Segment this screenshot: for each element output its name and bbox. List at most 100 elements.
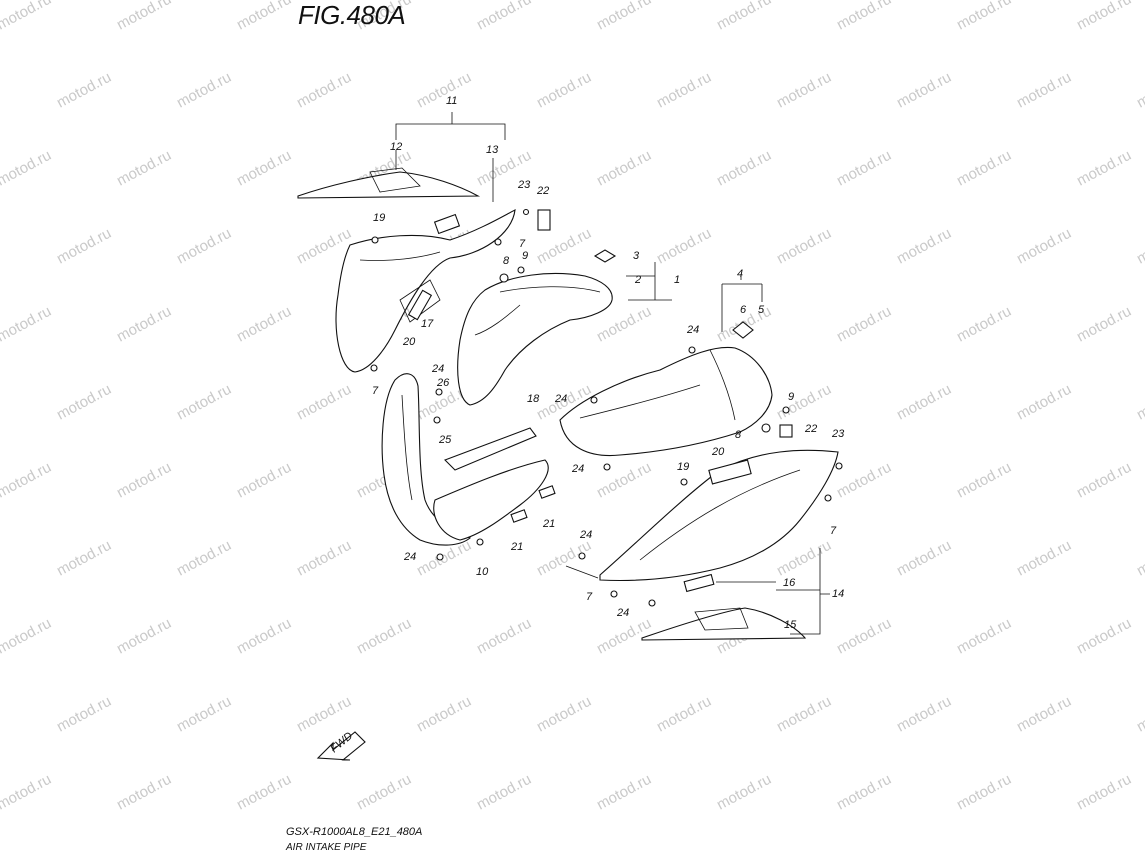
sticker-22a — [537, 209, 551, 231]
watermark-text: motod.ru — [114, 459, 174, 502]
watermark-text: motod.ru — [834, 459, 894, 502]
watermark-text: motod.ru — [834, 303, 894, 346]
watermark-text: motod.ru — [594, 147, 654, 190]
watermark-text: motod.ru — [834, 147, 894, 190]
callout-19b: 19 — [677, 461, 689, 473]
watermark-text: motod.ru — [534, 225, 594, 268]
watermark-text: motod.ru — [1074, 459, 1134, 502]
right-intake-duct — [559, 346, 773, 457]
sticker-3 — [593, 249, 617, 263]
watermark-text: motod.ru — [1134, 381, 1145, 424]
watermark-text: motod.ru — [294, 69, 354, 112]
watermark-text: motod.ru — [114, 0, 174, 34]
callout-5: 5 — [758, 304, 765, 316]
watermark-text: motod.ru — [894, 381, 954, 424]
watermark-text: motod.ru — [774, 69, 834, 112]
watermark-text: motod.ru — [54, 537, 114, 580]
sticker-22b — [779, 424, 793, 438]
watermark-text: motod.ru — [954, 615, 1014, 658]
watermark-text: motod.ru — [174, 537, 234, 580]
callout-22b: 22 — [804, 423, 817, 435]
callout-23b: 23 — [831, 428, 845, 440]
sticker-20a — [407, 289, 433, 321]
callout-21b: 21 — [542, 518, 555, 530]
right-decal — [641, 607, 807, 641]
sticker-21b — [538, 485, 556, 499]
forward-direction-arrow: FWD — [316, 730, 366, 761]
watermark-text: motod.ru — [474, 771, 534, 814]
callout-9a: 9 — [522, 250, 528, 262]
watermark-text: motod.ru — [894, 225, 954, 268]
watermark-text: motod.ru — [714, 147, 774, 190]
callout-9b: 9 — [788, 391, 794, 403]
watermark-text: motod.ru — [114, 147, 174, 190]
watermark-text: motod.ru — [234, 303, 294, 346]
watermark-text: motod.ru — [774, 537, 834, 580]
watermark-text: motod.ru — [0, 771, 54, 814]
watermark-text: motod.ru — [954, 0, 1014, 34]
watermark-text: motod.ru — [0, 459, 54, 502]
watermark-text: motod.ru — [234, 147, 294, 190]
watermark-text: motod.ru — [594, 771, 654, 814]
callout-24b: 24 — [554, 393, 567, 405]
watermark-text: motod.ru — [534, 69, 594, 112]
watermark-text: motod.ru — [654, 225, 714, 268]
watermark-text: motod.ru — [414, 69, 474, 112]
sticker-13 — [433, 213, 461, 235]
watermark-text: motod.ru — [714, 771, 774, 814]
watermark-text: motod.ru — [414, 693, 474, 736]
watermark-text: motod.ru — [1134, 69, 1145, 112]
callout-22a: 22 — [536, 185, 549, 197]
left-decal — [297, 171, 481, 199]
callout-16: 16 — [783, 577, 796, 589]
callout-20b: 20 — [711, 446, 725, 458]
callout-18: 18 — [527, 393, 540, 405]
sticker-21a — [510, 509, 528, 523]
watermark-text: motod.ru — [1014, 537, 1074, 580]
fasteners — [370, 208, 843, 607]
callout-14: 14 — [832, 588, 844, 600]
left-lower-duct — [433, 459, 549, 541]
callout-17: 17 — [421, 318, 434, 330]
callout-4: 4 — [737, 268, 743, 280]
watermark-text: motod.ru — [234, 459, 294, 502]
watermark-text: motod.ru — [1014, 225, 1074, 268]
watermark-text: motod.ru — [1014, 693, 1074, 736]
watermark-text: motod.ru — [174, 69, 234, 112]
watermark-text: motod.ru — [1134, 225, 1145, 268]
figure-title: FIG.480A — [298, 0, 406, 30]
watermark-text: motod.ru — [1014, 69, 1074, 112]
watermark-text: motod.ru — [594, 615, 654, 658]
watermark-text: motod.ru — [0, 303, 54, 346]
callout-24c: 24 — [571, 463, 584, 475]
callout-10: 10 — [476, 566, 489, 578]
callout-7d: 7 — [586, 591, 593, 603]
callout-15: 15 — [784, 619, 797, 631]
sticker-16 — [683, 573, 715, 593]
watermark-text: motod.ru — [0, 147, 54, 190]
callout-1: 1 — [674, 274, 680, 286]
left-inner-panel — [335, 209, 516, 373]
callout-2: 2 — [634, 274, 641, 286]
watermark-text: motod.ru — [54, 381, 114, 424]
watermark-text: motod.ru — [474, 0, 534, 34]
watermark-text: motod.ru — [174, 225, 234, 268]
callout-26: 26 — [436, 377, 450, 389]
callout-7c: 7 — [830, 525, 837, 537]
callout-11: 11 — [446, 95, 457, 107]
callout-20a: 20 — [402, 336, 416, 348]
watermark-text: motod.ru — [234, 0, 294, 34]
callout-19a: 19 — [373, 212, 385, 224]
watermark-text: motod.ru — [1074, 771, 1134, 814]
callout-8b: 8 — [735, 429, 742, 441]
watermark-text: motod.ru — [834, 771, 894, 814]
watermark-text: motod.ru — [294, 537, 354, 580]
left-intake-duct — [457, 272, 613, 406]
watermark-text: motod.ru — [1074, 615, 1134, 658]
watermark-text: motod.ru — [0, 0, 54, 34]
watermark-text: motod.ru — [1074, 0, 1134, 34]
watermark-text: motod.ru — [594, 0, 654, 34]
sticker-6 — [732, 321, 754, 339]
